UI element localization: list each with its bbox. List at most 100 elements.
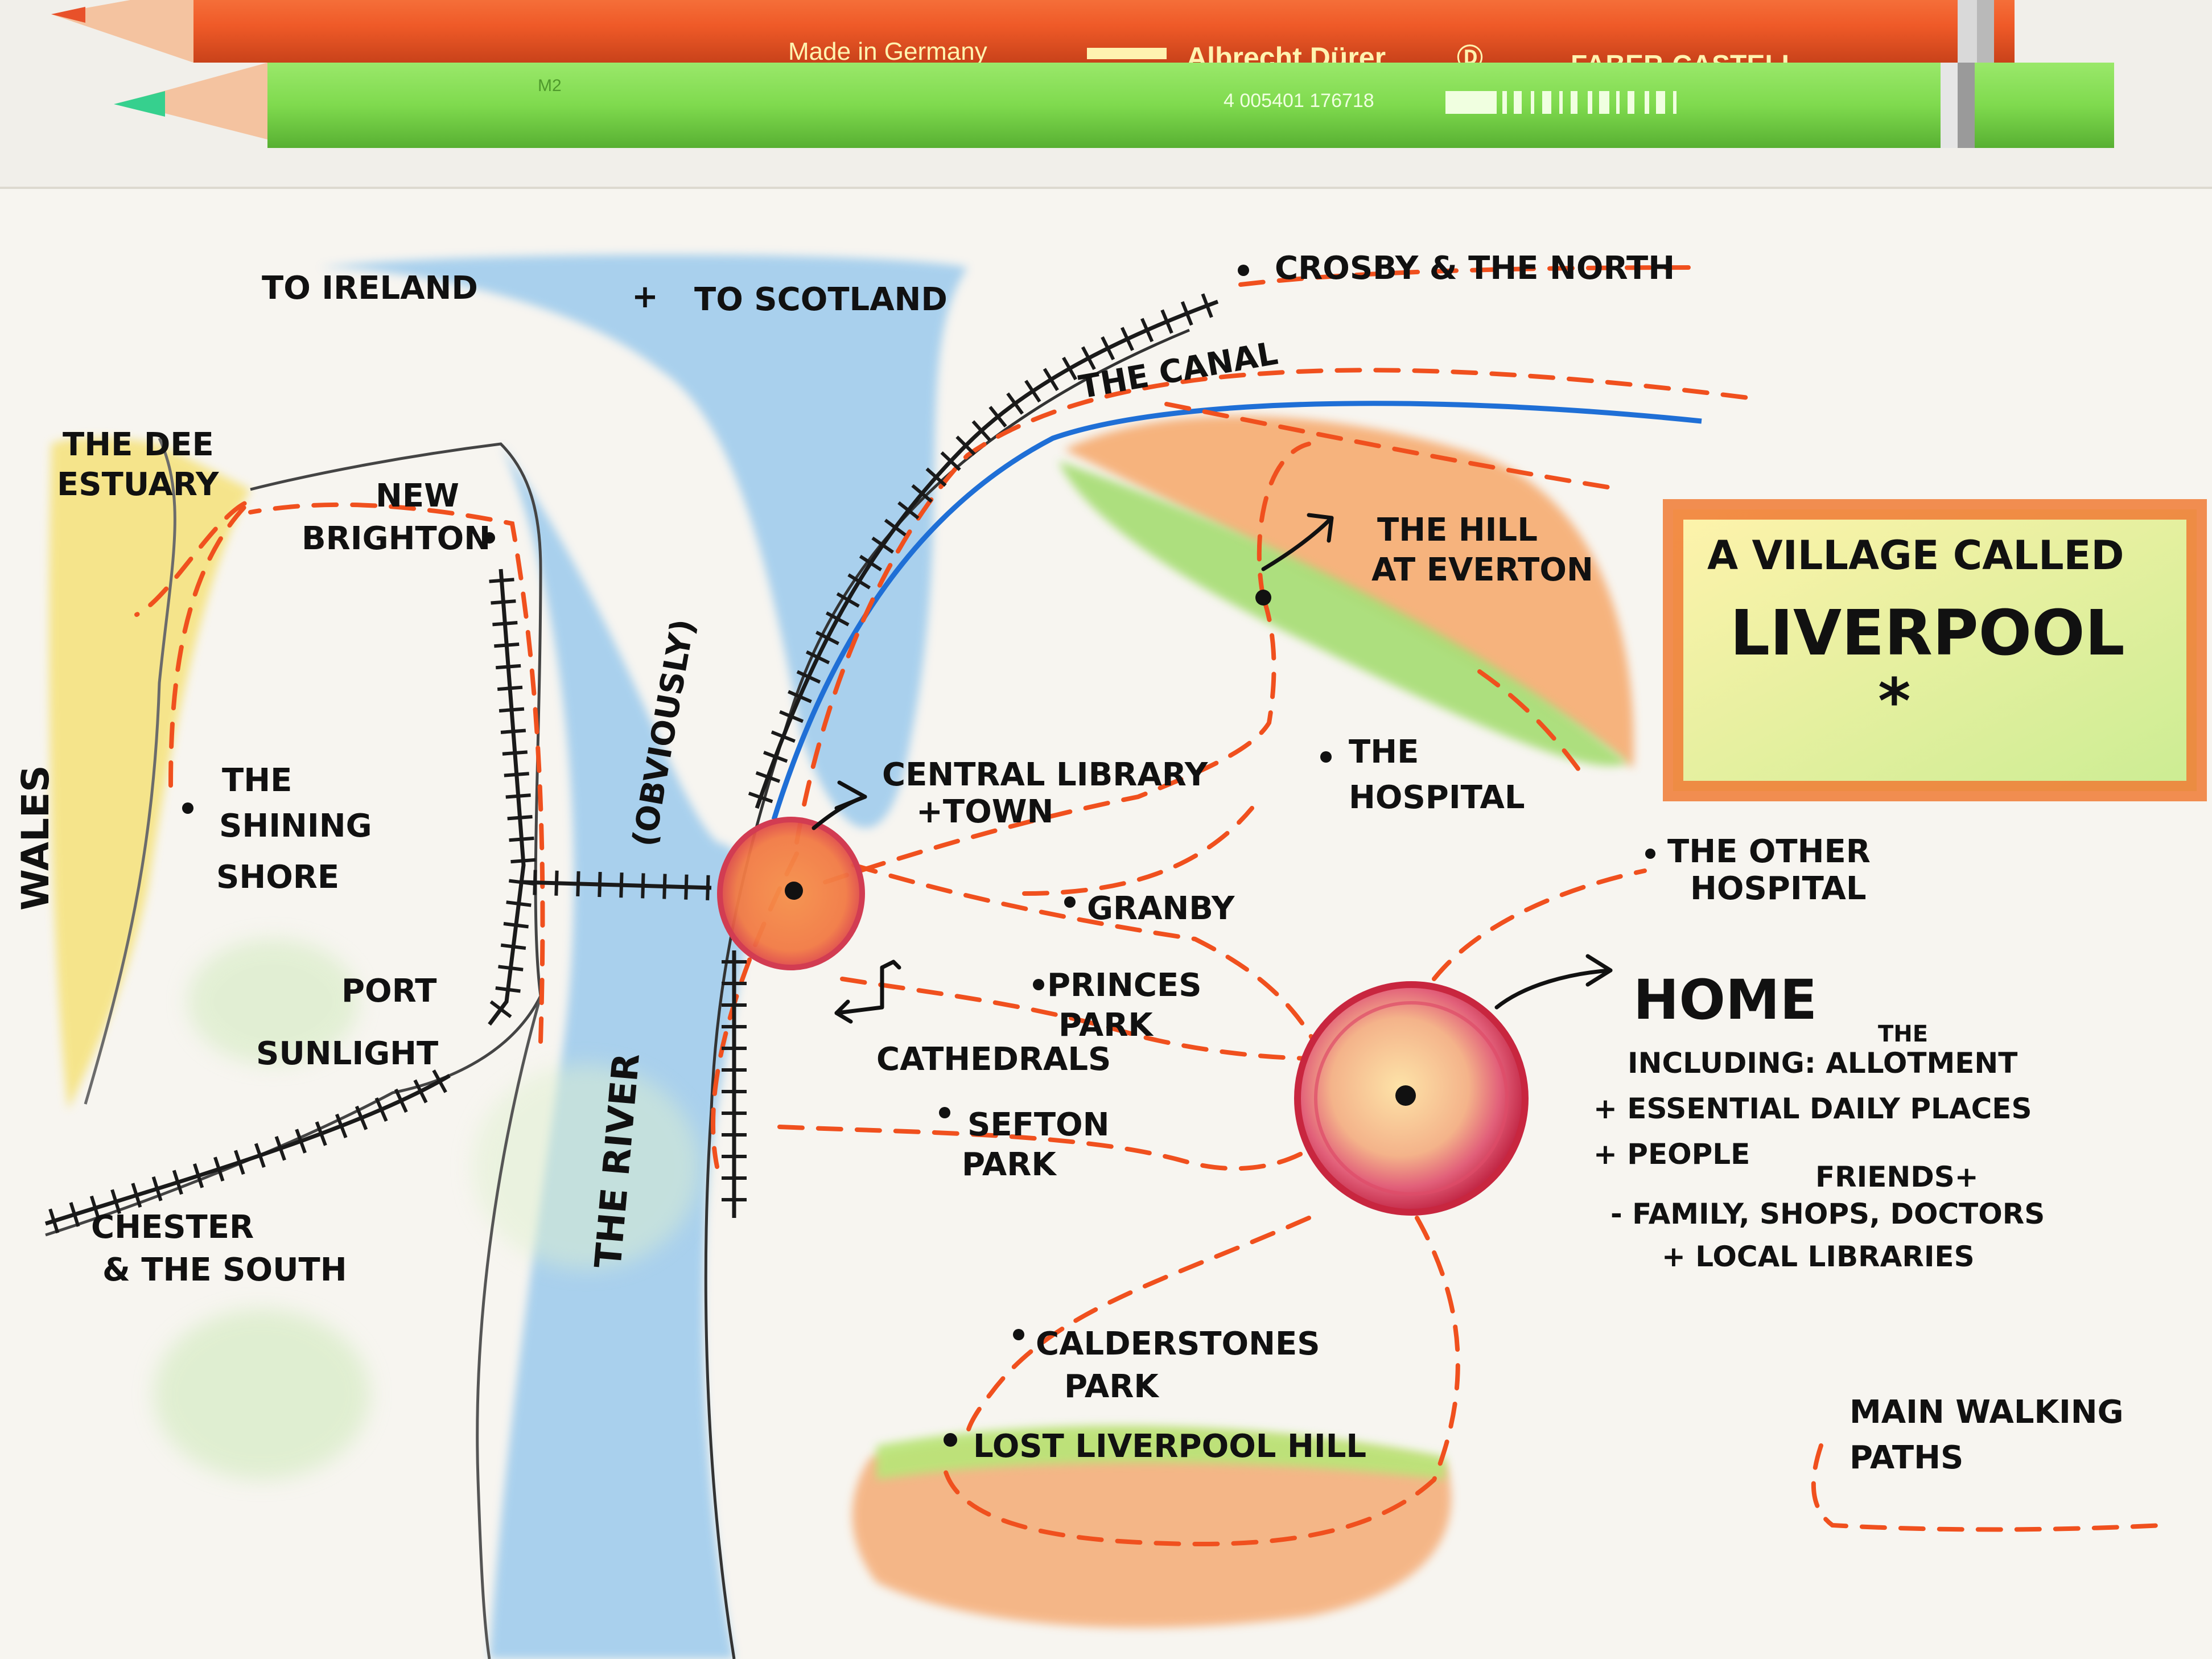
railway-tie (505, 793, 531, 799)
label-lost-hill: LOST LIVERPOOL HILL (973, 1428, 1366, 1465)
arrow-cathedrals (834, 965, 884, 1015)
railway-tie (131, 1183, 142, 1208)
railway-tie (884, 518, 907, 537)
railway-tie (1006, 392, 1024, 415)
label-hill-1: THE HILL (1377, 512, 1538, 549)
railway-tie (706, 875, 710, 900)
railway-tie (763, 751, 788, 763)
railway-tie (394, 1088, 408, 1113)
railway-tie (509, 836, 534, 842)
green-smudge (188, 939, 359, 1064)
title-line2: LIVERPOOL (1730, 596, 2125, 669)
railway-tie (503, 921, 529, 929)
railway-ties (48, 293, 1213, 1234)
wirral-north-coast (45, 442, 542, 1237)
town-centre-marker (717, 817, 865, 970)
railway-tie (554, 870, 559, 896)
railway-tie (1081, 346, 1096, 371)
green-pencil: M2 4 005401 176718 (114, 63, 2114, 148)
barcode-icon (1445, 91, 1676, 114)
hill-everton-green (1058, 461, 1628, 766)
railway-tie (955, 435, 976, 456)
label-sefton-1: SEFTON (967, 1106, 1110, 1143)
label-chester-1: CHESTER (91, 1209, 254, 1246)
railway-tie (374, 1097, 388, 1122)
label-sefton-2: PARK (962, 1146, 1057, 1183)
railway-tie (295, 1129, 307, 1154)
label-shining-1: THE (222, 762, 292, 799)
railway-tie (771, 730, 796, 743)
label-other-hospital-2: HOSPITAL (1690, 870, 1867, 907)
railway-tie (507, 815, 533, 821)
railway-tie (494, 642, 520, 648)
label-hospital-2: HOSPITAL (1349, 779, 1525, 816)
brush-logo-icon (1087, 48, 1167, 59)
label-princes-2: PARK (1058, 1007, 1154, 1044)
railway-tie (847, 573, 871, 590)
railway-tie (48, 1208, 60, 1234)
railway-tie (500, 728, 526, 734)
walking-paths (134, 265, 2165, 1546)
railway-tie (492, 621, 518, 627)
railway-tie (971, 420, 991, 442)
railway-tie (213, 1156, 225, 1182)
railway-tie (988, 406, 1007, 428)
railway-tie (911, 484, 933, 503)
label-central-1: CENTRAL LIBRARY (882, 756, 1209, 793)
label-port-2: SUNLIGHT (256, 1035, 438, 1072)
label-plus: + (632, 278, 658, 315)
railway-tie (254, 1143, 266, 1168)
railway-tie (1160, 309, 1173, 334)
label-cathedrals: CATHEDRALS (876, 1041, 1111, 1078)
railway-tie (496, 664, 521, 670)
railway-tie (500, 943, 526, 950)
home-line-4: - FAMILY, SHOPS, DOCTORS (1610, 1197, 2045, 1230)
home-title: HOME (1633, 968, 1817, 1032)
home-line-1: INCLUDING: ALLOTMENT (1628, 1047, 2017, 1080)
arrow-to-home-label (1494, 968, 1613, 1010)
railway-tie (506, 900, 532, 907)
label-crosby: CROSBY & THE NORTH (1275, 250, 1675, 287)
home-line-5: + LOCAL LIBRARIES (1662, 1240, 1975, 1273)
railway-tie (1140, 318, 1154, 343)
pencil-barcode-number: 4 005401 176718 (1224, 90, 1374, 112)
location-dots (182, 265, 1655, 1447)
arrow-to-hill (1261, 516, 1334, 571)
label-shining-3: SHORE (216, 859, 339, 896)
pencil-code-text: M2 (538, 76, 562, 95)
lost-hill-area (852, 1432, 1451, 1628)
railway-tie (172, 1170, 183, 1195)
label-wales: WALES (14, 765, 57, 911)
wirral-river-coast (476, 995, 542, 1659)
label-calderstones-2: PARK (1064, 1368, 1160, 1405)
railway-tie (497, 685, 523, 691)
railway-tie (859, 554, 883, 571)
railway-tie (432, 1069, 447, 1093)
railway-tie (89, 1195, 101, 1221)
label-princes-1: PRINCES (1047, 967, 1202, 1004)
railway-tie (413, 1079, 428, 1104)
home-the: THE (1878, 1021, 1928, 1047)
railway-tie (641, 873, 645, 899)
railway-tie (779, 710, 804, 723)
railway-tie (1101, 336, 1115, 361)
home-description: HOME THE INCLUDING: ALLOTMENT + ESSENTIA… (1593, 968, 2045, 1273)
railway-tie (234, 1150, 245, 1175)
railway-tie (598, 871, 602, 898)
legend-line-2: PATHS (1849, 1439, 1963, 1476)
green-smudge (472, 1064, 700, 1269)
railway-tie (788, 690, 812, 703)
railway-tie (805, 650, 830, 665)
railway-tie (504, 772, 529, 777)
railway-tie (871, 536, 894, 554)
railway-tie (825, 611, 850, 627)
railway-tie (1024, 380, 1041, 403)
railway-tie (748, 791, 773, 804)
lost-hill-green (876, 1425, 1445, 1480)
title-box: A VILLAGE CALLED LIVERPOOL * (1663, 499, 2207, 801)
arrows (812, 513, 1613, 1024)
railway-tie (836, 592, 860, 608)
railway-tie (499, 707, 525, 713)
home-line-3: + PEOPLE (1593, 1138, 1750, 1171)
